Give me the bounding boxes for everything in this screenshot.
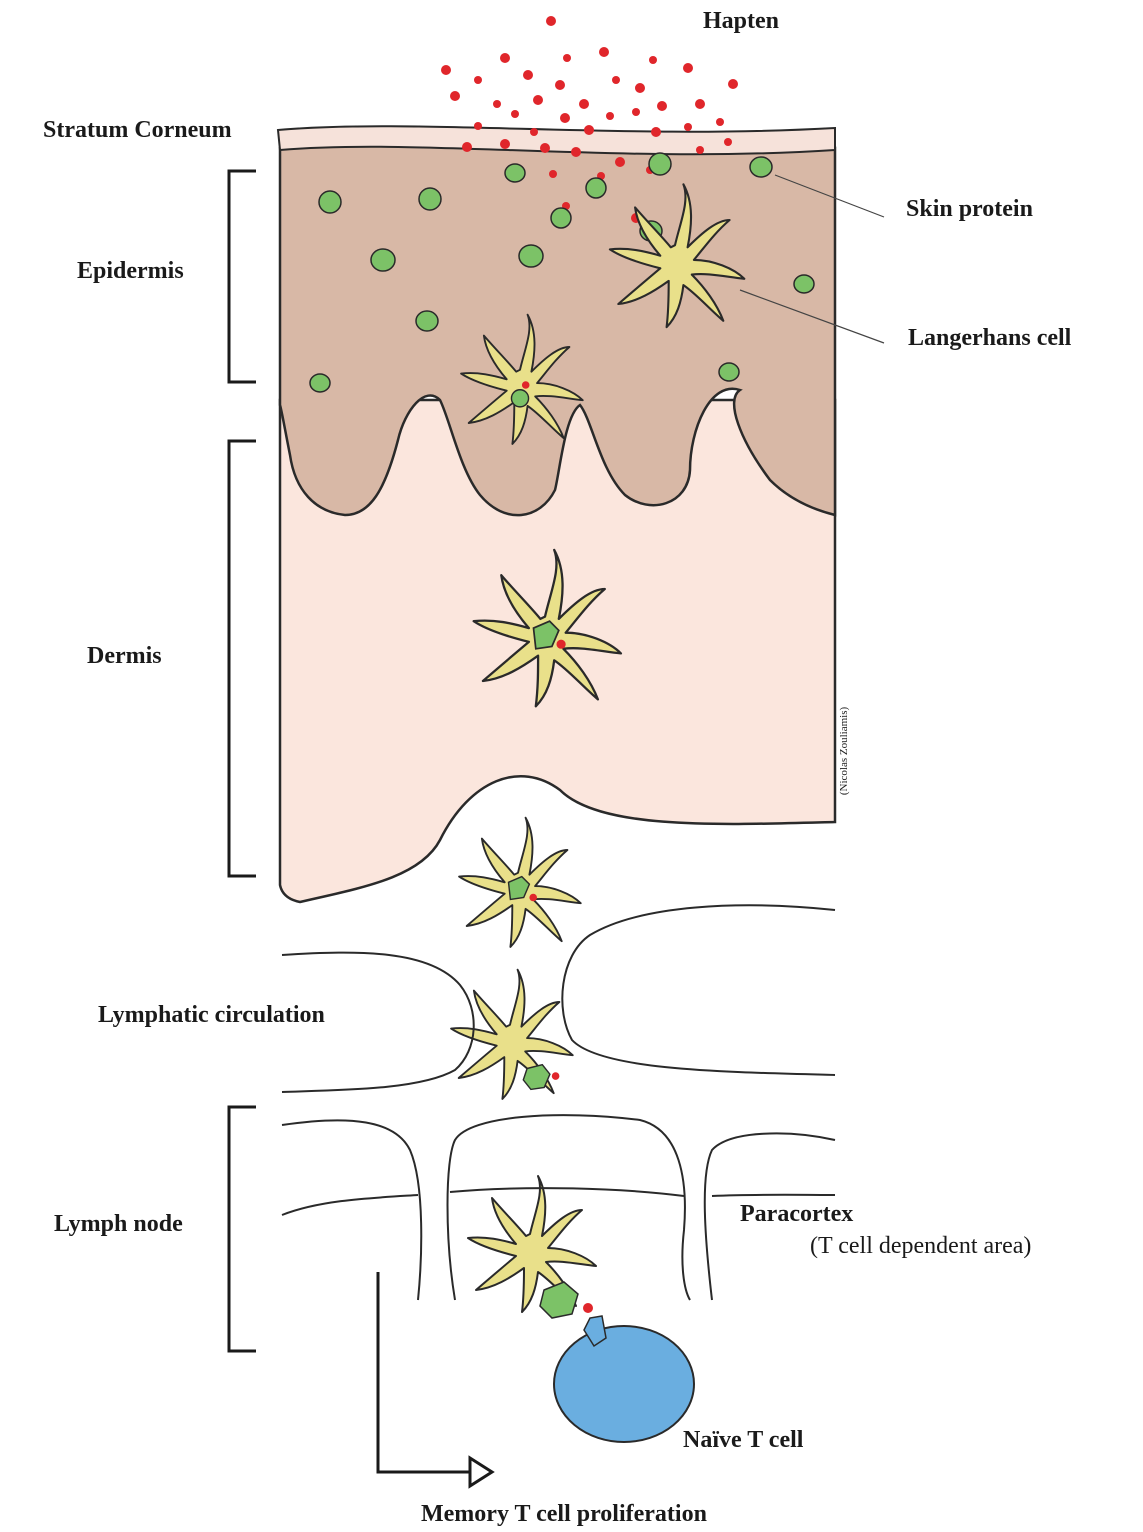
lymphatic-circulation-label: Lymphatic circulation [98,1002,325,1029]
stratum-corneum-label: Stratum Corneum [43,117,232,144]
paracortex-note: (T cell dependent area) [810,1233,1031,1260]
epidermis-label: Epidermis [77,258,184,285]
lymph-node-bracket [229,1107,256,1351]
artist-credit: (Nicolas Zouliamis) [838,707,850,795]
naive-t-cell-label: Naïve T cell [683,1427,803,1454]
langerhans-cell-label: Langerhans cell [908,325,1071,352]
epidermis-bracket [229,171,256,382]
skin-tissue [278,126,835,902]
naive-t-cell [554,1316,694,1442]
skin-protein-label: Skin protein [906,196,1033,223]
langerhans-cell-lymphatic [451,970,573,1099]
dermis-bracket [229,441,256,876]
hapten-label: Hapten [703,8,779,35]
langerhans-cell-migrating [459,818,581,947]
langerhans-cell-lymph-node [468,1176,596,1318]
brackets [229,171,256,1351]
dermis-label: Dermis [87,643,162,670]
paracortex-label: Paracortex [740,1201,853,1228]
memory-proliferation-arrow [378,1272,492,1486]
lymph-node-label: Lymph node [54,1211,183,1238]
memory-proliferation-label: Memory T cell proliferation [421,1501,707,1528]
